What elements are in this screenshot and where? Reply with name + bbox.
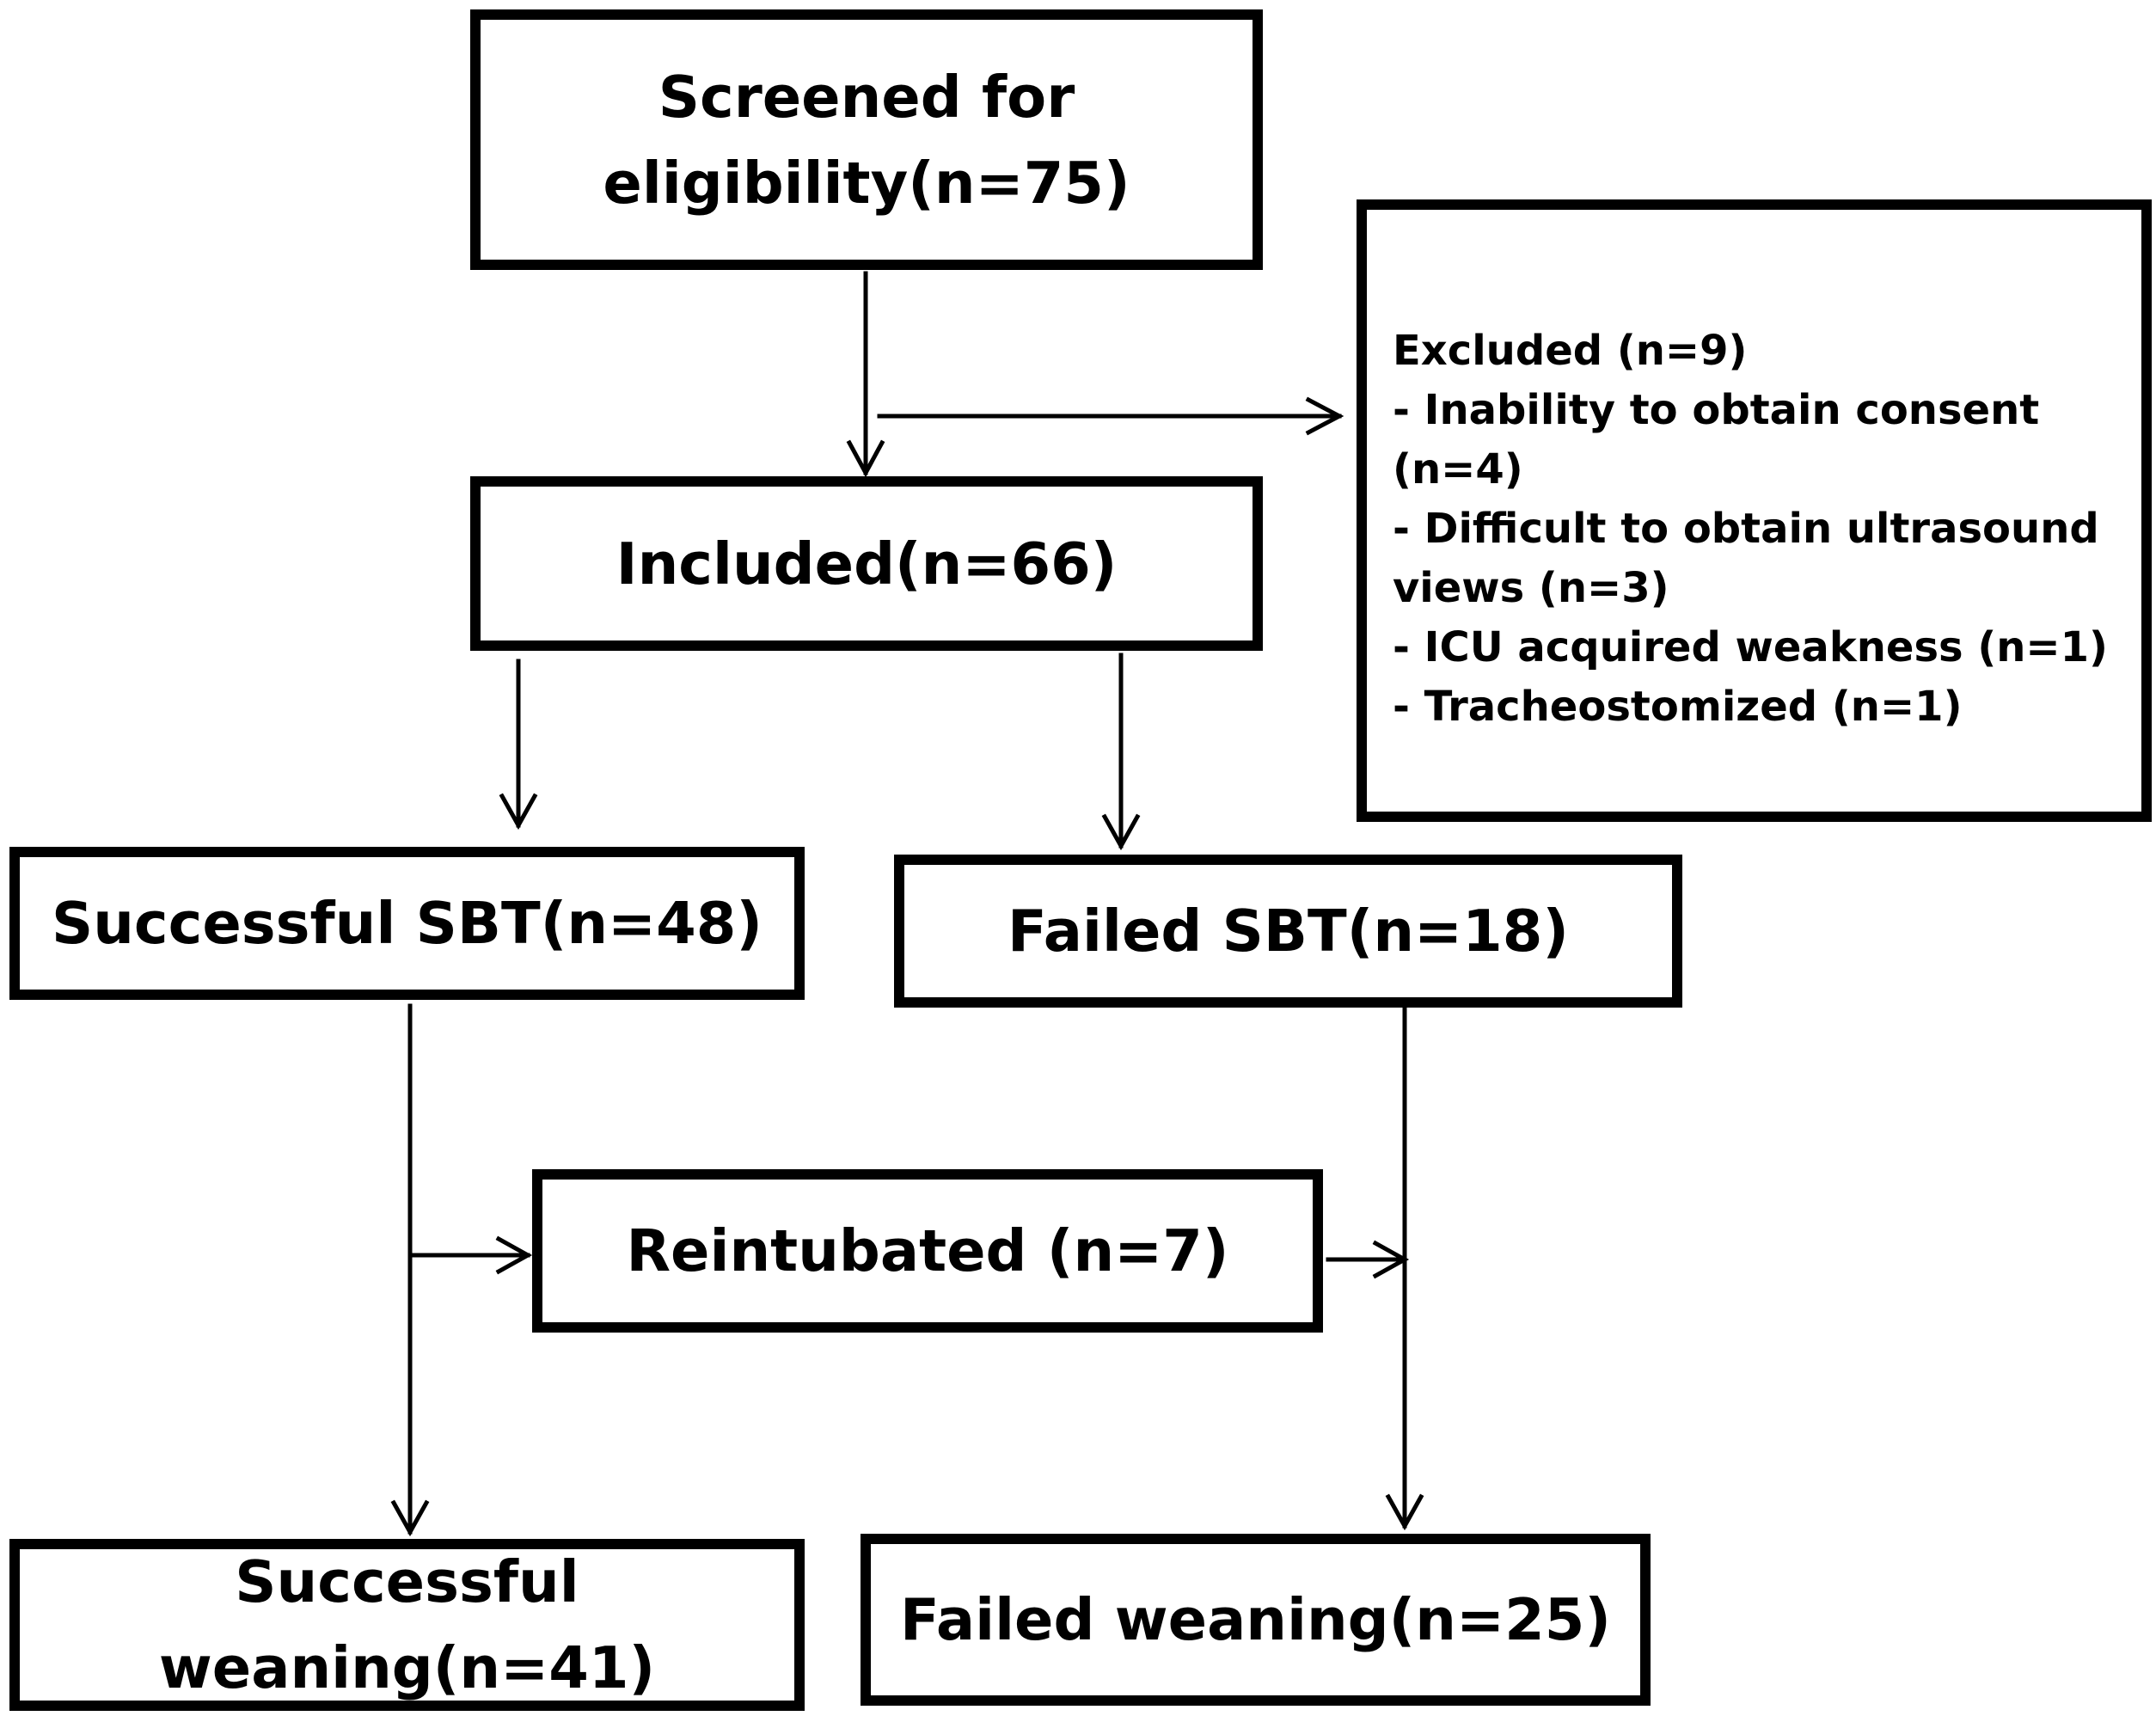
- arrow-to-reintubated: [407, 1235, 533, 1275]
- excluded-reason: - Inability to obtain consent (n=4): [1393, 386, 2040, 493]
- arrow-reintubated-to-failed: [1326, 1240, 1410, 1279]
- node-failed-weaning-label: Failed weaning(n=25): [900, 1586, 1611, 1653]
- node-failed-weaning: Failed weaning(n=25): [861, 1534, 1651, 1706]
- arrow-included-to-successful-sbt: [499, 659, 538, 830]
- arrow-successful-sbt-to-successful-weaning: [390, 1003, 430, 1537]
- arrow-included-to-failed-sbt: [1101, 653, 1141, 851]
- excluded-reason: - Difficult to obtain ultrasound views (…: [1393, 505, 2099, 612]
- node-reintubated: Reintubated (n=7): [532, 1169, 1323, 1333]
- node-successful-sbt-label: Successful SBT(n=48): [51, 890, 763, 957]
- arrow-failed-sbt-to-failed-weaning: [1385, 1005, 1424, 1531]
- arrow-to-excluded: [877, 396, 1344, 436]
- node-failed-sbt: Failed SBT(n=18): [894, 855, 1682, 1008]
- node-screened: Screened for eligibility(n=75): [470, 9, 1263, 270]
- excluded-reason: - ICU acquired weakness (n=1): [1393, 623, 2108, 671]
- node-successful-weaning: Successful weaning(n=41): [9, 1539, 805, 1711]
- node-successful-sbt: Successful SBT(n=48): [9, 847, 805, 1000]
- node-included-label: Included(n=66): [616, 530, 1118, 598]
- excluded-reason: - Tracheostomized (n=1): [1393, 683, 1963, 731]
- node-included: Included(n=66): [470, 476, 1263, 651]
- arrow-screened-to-included: [846, 271, 885, 478]
- node-failed-sbt-label: Failed SBT(n=18): [1007, 898, 1570, 965]
- node-reintubated-label: Reintubated (n=7): [626, 1217, 1229, 1284]
- node-screened-label: Screened for eligibility(n=75): [603, 63, 1130, 217]
- node-excluded: Excluded (n=9) - Inability to obtain con…: [1357, 199, 2152, 822]
- node-successful-weaning-label: Successful weaning(n=41): [158, 1548, 656, 1701]
- excluded-title: Excluded (n=9): [1393, 327, 1748, 375]
